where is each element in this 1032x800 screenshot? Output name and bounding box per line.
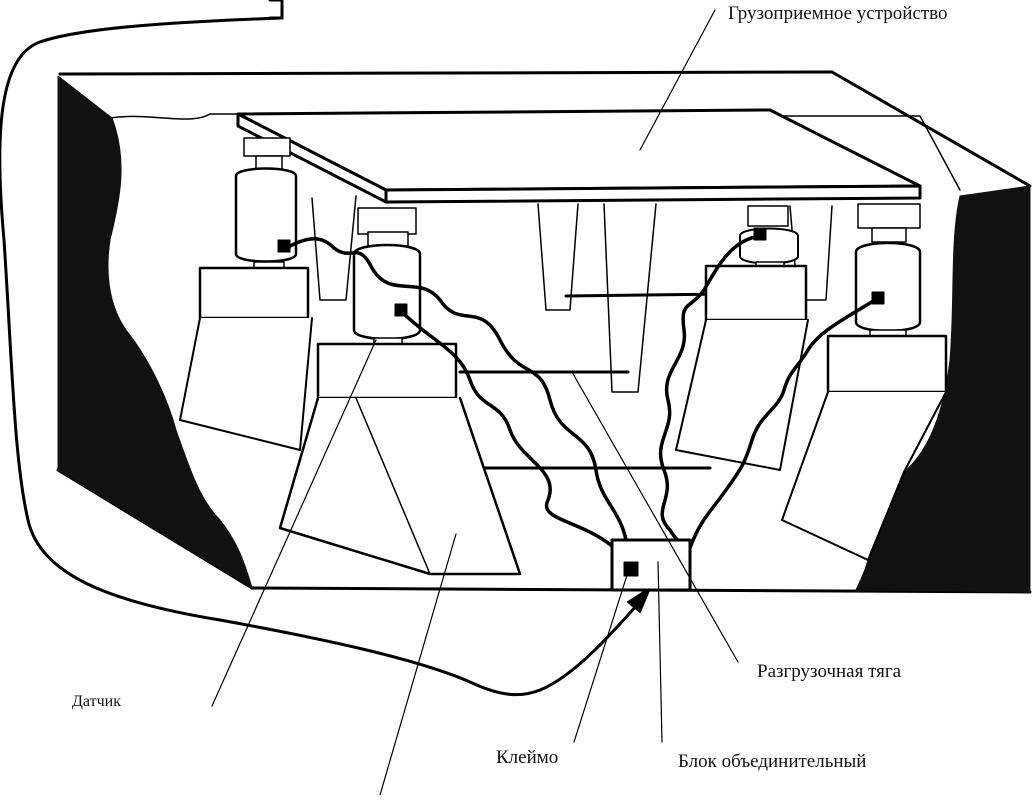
loadcell-back-right bbox=[675, 205, 809, 471]
right-earth bbox=[855, 185, 1031, 593]
leader-line bbox=[657, 561, 663, 743]
cable bbox=[288, 237, 628, 542]
leader-line bbox=[573, 571, 629, 743]
label-load-receiver: Грузоприемное устройство bbox=[728, 3, 948, 24]
leader-line bbox=[571, 371, 739, 663]
platform-front bbox=[384, 184, 922, 204]
cable bbox=[658, 234, 762, 550]
connector bbox=[277, 239, 291, 253]
outline-curve bbox=[0, 16, 647, 697]
label-unloading-rod: Разгрузочная тяга bbox=[757, 661, 902, 682]
label-sensor: Датчик bbox=[72, 693, 121, 710]
loadcell-front-left bbox=[278, 207, 522, 576]
back-pillar bbox=[537, 203, 579, 311]
frame-corner bbox=[268, 0, 284, 20]
pit-top-back bbox=[58, 70, 834, 76]
cable bbox=[688, 296, 880, 550]
leader-line bbox=[379, 533, 457, 796]
cable bbox=[400, 310, 614, 548]
leader-line bbox=[211, 339, 377, 707]
pit-top-right bbox=[830, 70, 1032, 188]
leader-line bbox=[639, 9, 716, 151]
cross-bar bbox=[564, 292, 730, 298]
back-pillar bbox=[603, 203, 657, 393]
label-junction-block: Блок объединительный bbox=[678, 751, 867, 772]
seal-mark bbox=[623, 561, 639, 577]
arrowhead bbox=[627, 587, 651, 613]
label-seal: Клеймо bbox=[496, 747, 559, 768]
loadcell-front-right bbox=[781, 203, 948, 561]
back-pillar bbox=[311, 195, 357, 301]
loadcell-back-left bbox=[179, 137, 313, 451]
left-earth bbox=[57, 75, 253, 589]
